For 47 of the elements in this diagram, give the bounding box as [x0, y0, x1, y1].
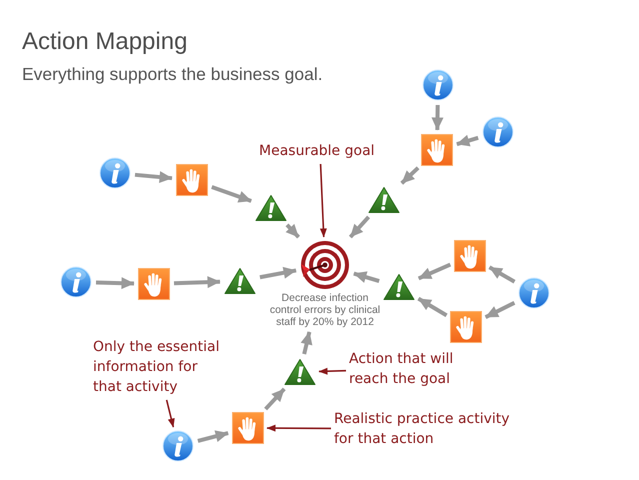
arrow — [456, 134, 479, 146]
arrow — [484, 301, 516, 319]
warning-icon — [368, 186, 400, 214]
arrow — [348, 216, 370, 238]
arrow — [264, 388, 286, 410]
title: Action Mapping — [22, 27, 188, 57]
info-icon — [482, 116, 514, 148]
leader-arrow — [166, 400, 175, 428]
arrow — [432, 104, 444, 130]
hand-icon — [450, 311, 482, 343]
arrow — [96, 277, 134, 290]
leader-arrow — [320, 164, 327, 238]
node-label: Decrease infection control errors by clinical staff by 20% by 2012 — [268, 292, 382, 328]
arrow — [417, 296, 448, 318]
arrow — [418, 262, 452, 280]
arrow — [197, 430, 229, 443]
arrow — [353, 271, 380, 284]
annotation: Measurable goal — [259, 141, 381, 161]
arrow — [400, 166, 420, 185]
info-icon — [422, 69, 454, 101]
annotation: Only the essential information for that activity — [93, 337, 224, 397]
arrow — [300, 331, 312, 355]
target-icon — [300, 240, 350, 290]
hand-icon — [176, 164, 208, 196]
warning-icon — [224, 267, 256, 295]
annotation: Realistic practice activity for that action — [334, 409, 524, 449]
warning-icon — [255, 194, 287, 222]
subtitle: Everything supports the business goal. — [22, 63, 323, 85]
info-icon — [162, 430, 194, 462]
leader-arrow — [318, 368, 346, 375]
hand-icon — [138, 268, 170, 300]
info-icon — [518, 277, 550, 309]
hand-icon — [232, 412, 264, 444]
hand-icon — [421, 134, 453, 166]
annotation: Action that will reach the goal — [349, 349, 469, 389]
info-icon — [99, 157, 131, 189]
info-icon — [60, 266, 92, 298]
arrow — [260, 266, 297, 280]
arrow — [488, 266, 516, 284]
warning-icon — [284, 358, 316, 386]
arrow — [211, 185, 252, 203]
arrow — [286, 224, 300, 238]
arrow — [134, 171, 173, 184]
leader-arrow — [266, 424, 331, 432]
hand-icon — [454, 240, 486, 272]
arrow — [174, 276, 220, 288]
warning-icon — [383, 273, 415, 301]
